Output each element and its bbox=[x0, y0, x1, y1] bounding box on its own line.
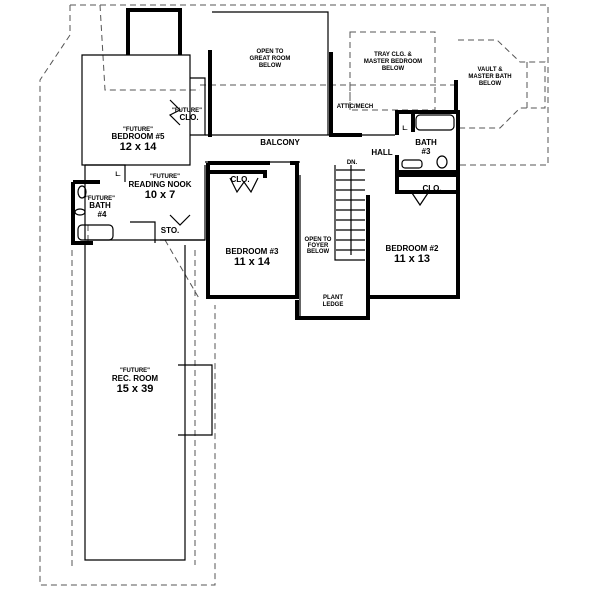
great-room-opening bbox=[212, 11, 329, 135]
rec-room bbox=[84, 245, 213, 561]
plant-ledge-label: PLANT bbox=[323, 295, 343, 301]
balcony-label: BALCONY bbox=[260, 138, 300, 147]
room-labels: OPEN TO GREAT ROOM BELOW TRAY CLG. & MAS… bbox=[85, 49, 512, 395]
tray-label: TRAY CLG. & bbox=[374, 52, 412, 58]
bath3-label-2: #3 bbox=[422, 147, 431, 156]
sto-label: STO. bbox=[161, 226, 180, 235]
foyer-label-2: FOYER bbox=[308, 243, 329, 249]
vault-label-3: BELOW bbox=[479, 81, 502, 87]
bedroom2 bbox=[295, 173, 460, 320]
bath4-label-2: BATH bbox=[89, 201, 111, 210]
bedroom5-walls bbox=[81, 8, 206, 166]
clo-bed3-label: CLO. bbox=[230, 175, 249, 184]
linen-label: L. bbox=[402, 126, 408, 132]
bedroom3-label: BEDROOM #3 bbox=[226, 247, 279, 256]
vault-label: VAULT & bbox=[477, 67, 503, 73]
tray-label-2: MASTER BEDROOM bbox=[364, 59, 422, 65]
stairs bbox=[299, 165, 365, 318]
linen2-label: L. bbox=[115, 172, 121, 178]
reading-nook-size: 10 x 7 bbox=[145, 189, 176, 201]
bedroom3 bbox=[206, 161, 299, 299]
bedroom5-label-2: BEDROOM #5 bbox=[112, 132, 165, 141]
reading-nook-label: "FUTURE" bbox=[150, 174, 180, 180]
foyer-label: OPEN TO bbox=[305, 237, 332, 243]
great-room-label-3: BELOW bbox=[259, 63, 282, 69]
bath4-label: "FUTURE" bbox=[85, 196, 115, 202]
foyer-label-3: BELOW bbox=[307, 249, 330, 255]
reading-nook-bath4 bbox=[71, 164, 206, 245]
great-room-label: OPEN TO bbox=[257, 49, 284, 55]
bedroom2-label: BEDROOM #2 bbox=[386, 244, 439, 253]
hall-label: HALL bbox=[371, 148, 392, 157]
plant-ledge-label-2: LEDGE bbox=[323, 302, 344, 308]
balcony-rail bbox=[205, 134, 395, 163]
tray-label-3: BELOW bbox=[382, 66, 405, 72]
reading-nook-label-2: READING NOOK bbox=[128, 180, 191, 189]
bath3 bbox=[395, 80, 460, 174]
clo-bed2-label: CLO. bbox=[422, 184, 441, 193]
rec-room-size: 15 x 39 bbox=[117, 383, 154, 395]
future-clo-label: "FUTURE" bbox=[172, 108, 202, 114]
future-clo-label-2: CLO. bbox=[179, 113, 198, 122]
bath3-label: BATH bbox=[415, 138, 437, 147]
bedroom5-size: 12 x 14 bbox=[120, 141, 158, 153]
bedroom2-size: 11 x 13 bbox=[394, 253, 430, 265]
rec-room-label-2: REC. ROOM bbox=[112, 374, 159, 383]
bath4-label-3: #4 bbox=[98, 210, 107, 219]
great-room-label-2: GREAT ROOM bbox=[250, 56, 291, 62]
bedroom3-size: 11 x 14 bbox=[234, 256, 271, 268]
vault-label-2: MASTER BATH bbox=[468, 74, 511, 80]
attic-label: ATTIC/MECH bbox=[337, 104, 374, 110]
bedroom5-label: "FUTURE" bbox=[123, 127, 153, 133]
stairs-down-label: DN. bbox=[347, 160, 358, 166]
rec-room-label: "FUTURE" bbox=[120, 368, 150, 374]
